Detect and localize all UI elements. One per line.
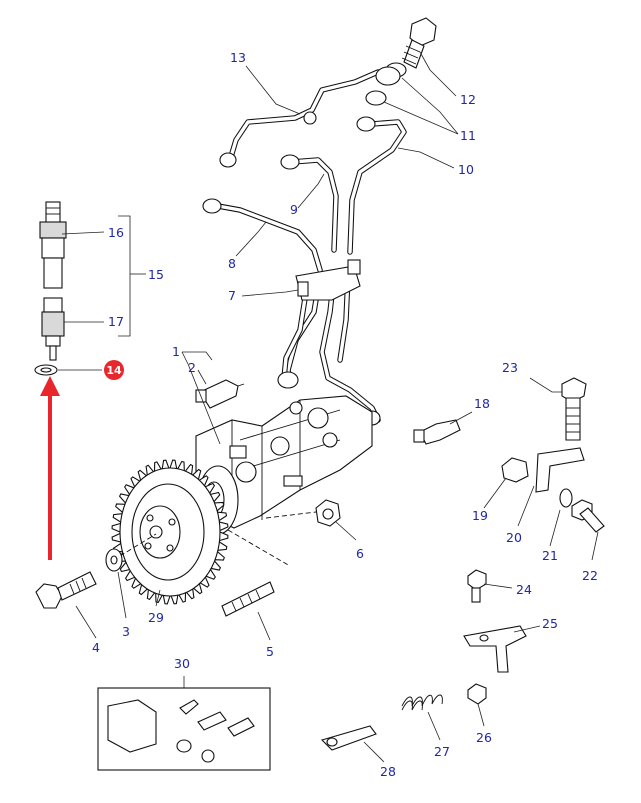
part-label-18: 18 bbox=[474, 396, 490, 411]
part-label-8: 8 bbox=[228, 256, 236, 271]
part-label-5: 5 bbox=[266, 644, 274, 659]
banjo-bolt bbox=[365, 17, 437, 106]
pipe-clamp bbox=[295, 259, 361, 301]
part-label-27: 27 bbox=[434, 744, 450, 759]
lower-bracket bbox=[463, 569, 527, 705]
part-label-11: 11 bbox=[460, 128, 476, 143]
injector-pipes bbox=[202, 69, 407, 426]
gear-bolt bbox=[35, 571, 97, 609]
injector-assembly bbox=[34, 201, 67, 376]
part-label-13: 13 bbox=[230, 50, 246, 65]
part-label-2: 2 bbox=[188, 360, 196, 375]
part-label-28: 28 bbox=[380, 764, 396, 779]
highlight-badge bbox=[104, 360, 124, 380]
part-label-21: 21 bbox=[542, 548, 558, 563]
part-label-9: 9 bbox=[290, 202, 298, 217]
part-label-22: 22 bbox=[582, 568, 598, 583]
part-label-14: 14 bbox=[106, 364, 122, 377]
part-label-25: 25 bbox=[542, 616, 558, 631]
injection-pump-body bbox=[195, 395, 373, 567]
sensor-small bbox=[195, 379, 245, 409]
part-label-26: 26 bbox=[476, 730, 492, 745]
part-label-12: 12 bbox=[460, 92, 476, 107]
temperature-sender bbox=[413, 419, 461, 445]
stud bbox=[221, 581, 275, 617]
part-label-6: 6 bbox=[356, 546, 364, 561]
nut bbox=[315, 499, 341, 527]
connector-kit-box bbox=[97, 687, 271, 771]
part-label-15: 15 bbox=[148, 267, 164, 282]
part-label-7: 7 bbox=[228, 288, 236, 303]
bracket-assembly bbox=[501, 377, 605, 533]
part-label-19: 19 bbox=[472, 508, 488, 523]
leader-lines bbox=[58, 51, 599, 763]
washer bbox=[105, 548, 123, 572]
part-label-1: 1 bbox=[172, 344, 180, 359]
part-label-16: 16 bbox=[108, 225, 124, 240]
part-label-3: 3 bbox=[122, 624, 130, 639]
part-label-30: 30 bbox=[174, 656, 190, 671]
part-label-4: 4 bbox=[92, 640, 100, 655]
part-label-29: 29 bbox=[148, 610, 164, 625]
spring bbox=[401, 694, 443, 711]
part-label-17: 17 bbox=[108, 314, 124, 329]
linkage-plate bbox=[320, 725, 377, 751]
part-label-23: 23 bbox=[502, 360, 518, 375]
drive-gear bbox=[111, 459, 229, 605]
part-number-labels: 13 12 11 10 9 8 7 16 15 17 1 2 23 18 19 … bbox=[92, 50, 598, 779]
part-label-10: 10 bbox=[458, 162, 474, 177]
part-label-24: 24 bbox=[516, 582, 532, 597]
highlight-arrow bbox=[40, 376, 60, 560]
part-label-20: 20 bbox=[506, 530, 522, 545]
